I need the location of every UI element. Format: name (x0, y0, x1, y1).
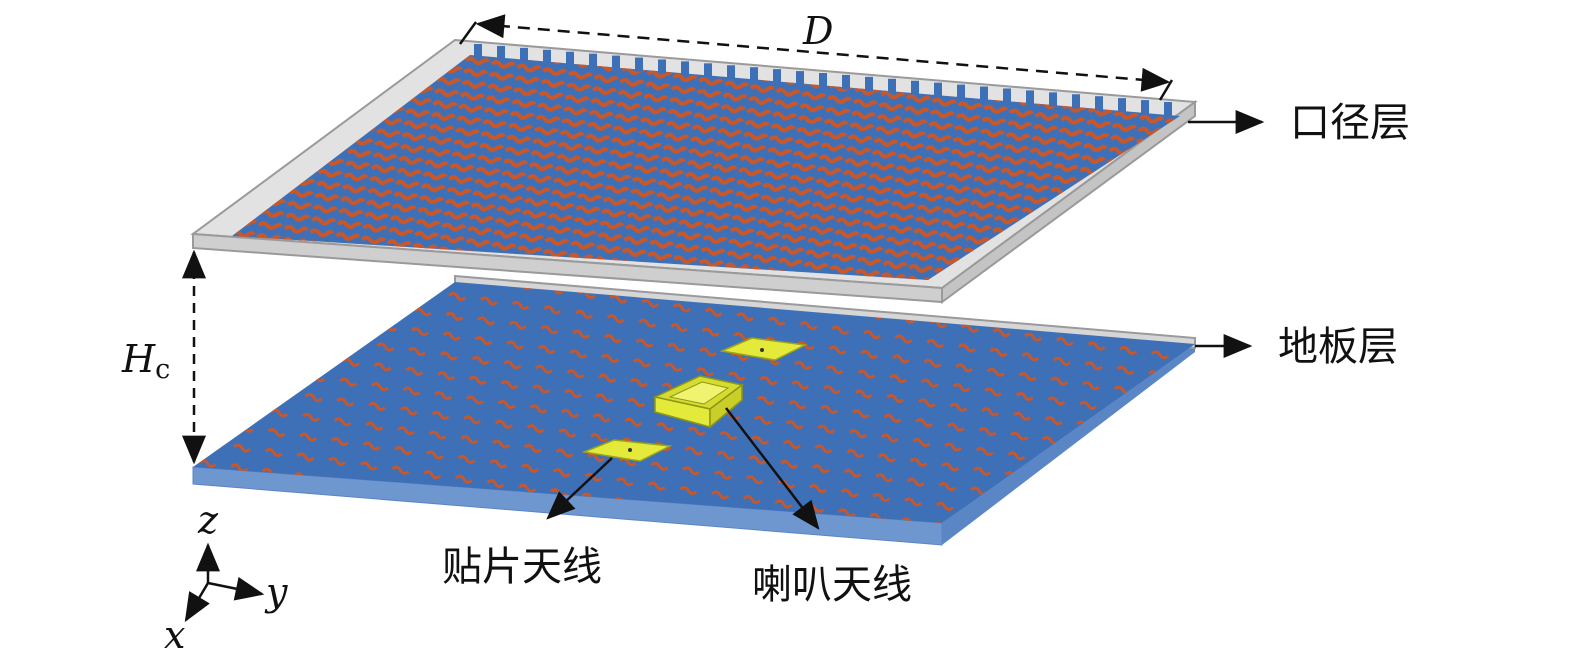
dimension-hc: Hc (121, 249, 206, 465)
feed-line-tooth (635, 57, 643, 72)
feed-line-tooth (1164, 102, 1172, 116)
feed-line-tooth (704, 63, 712, 78)
callout-ground: 地板层 (1195, 324, 1398, 370)
feed-line-tooth (612, 55, 620, 70)
feed-line-tooth (796, 71, 804, 86)
aperture-layer-label: 口径层 (1290, 100, 1410, 146)
feed-line-tooth (957, 84, 965, 99)
feed-line-tooth (773, 69, 781, 84)
patch-feed-lower (628, 448, 632, 452)
feed-line-tooth (1141, 100, 1149, 115)
feed-line-tooth (980, 86, 988, 101)
aperture-layer (190, 38, 1198, 304)
feed-line-tooth (589, 53, 597, 68)
dimension-c-subscript: c (155, 354, 170, 385)
feed-line-tooth (1072, 94, 1080, 109)
patch-feed-upper (760, 348, 764, 352)
callout-aperture: 口径层 (1188, 100, 1410, 146)
feed-line-tooth (1026, 90, 1034, 105)
dimension-hc-label: Hc (121, 337, 170, 385)
dimension-d-label: D (802, 9, 833, 53)
feed-line-tooth (911, 80, 919, 95)
feed-line-tooth (1095, 96, 1103, 111)
feed-line-tooth (888, 78, 896, 93)
ground-layer-label: 地板层 (1278, 324, 1398, 370)
horn-antenna-label: 喇叭天线 (752, 562, 912, 608)
patch-antenna-label: 贴片天线 (442, 544, 602, 590)
axis-z-label: z (197, 498, 219, 542)
feed-line-tooth (1049, 92, 1057, 107)
ground-substrate-right (942, 338, 1195, 545)
feed-line-tooth (543, 49, 551, 64)
feed-line-tooth (566, 51, 574, 66)
aperture-copper-pattern (232, 55, 1180, 280)
axis-x-label: x (164, 613, 185, 657)
feed-line-tooth (681, 61, 689, 76)
dimension-h-text: H (121, 337, 156, 381)
horn-antenna (652, 375, 744, 429)
callout-horn: 喇叭天线 (725, 407, 912, 608)
feed-line-tooth (819, 73, 827, 87)
feed-line-tooth (865, 76, 873, 91)
feed-line-tooth (1118, 98, 1126, 113)
feed-line-tooth (934, 82, 942, 97)
feed-line-tooth (497, 45, 505, 60)
dimension-d: D (458, 9, 1174, 101)
feed-line-tooth (658, 59, 666, 74)
feed-line-tooth (750, 67, 758, 82)
coordinate-axes: z y x (164, 498, 288, 657)
axis-y-label: y (264, 570, 288, 614)
feed-line-tooth (727, 65, 735, 80)
aperture-glass-side-right (941, 100, 1196, 304)
ground-layer (192, 274, 1196, 546)
patch-antenna-lower (581, 439, 673, 462)
callout-patch: 贴片天线 (442, 457, 613, 590)
feed-line-tooth (474, 44, 482, 58)
feed-line-tooth (520, 47, 528, 62)
feed-line-tooth (842, 74, 850, 89)
feed-line-tooth (1003, 88, 1011, 103)
